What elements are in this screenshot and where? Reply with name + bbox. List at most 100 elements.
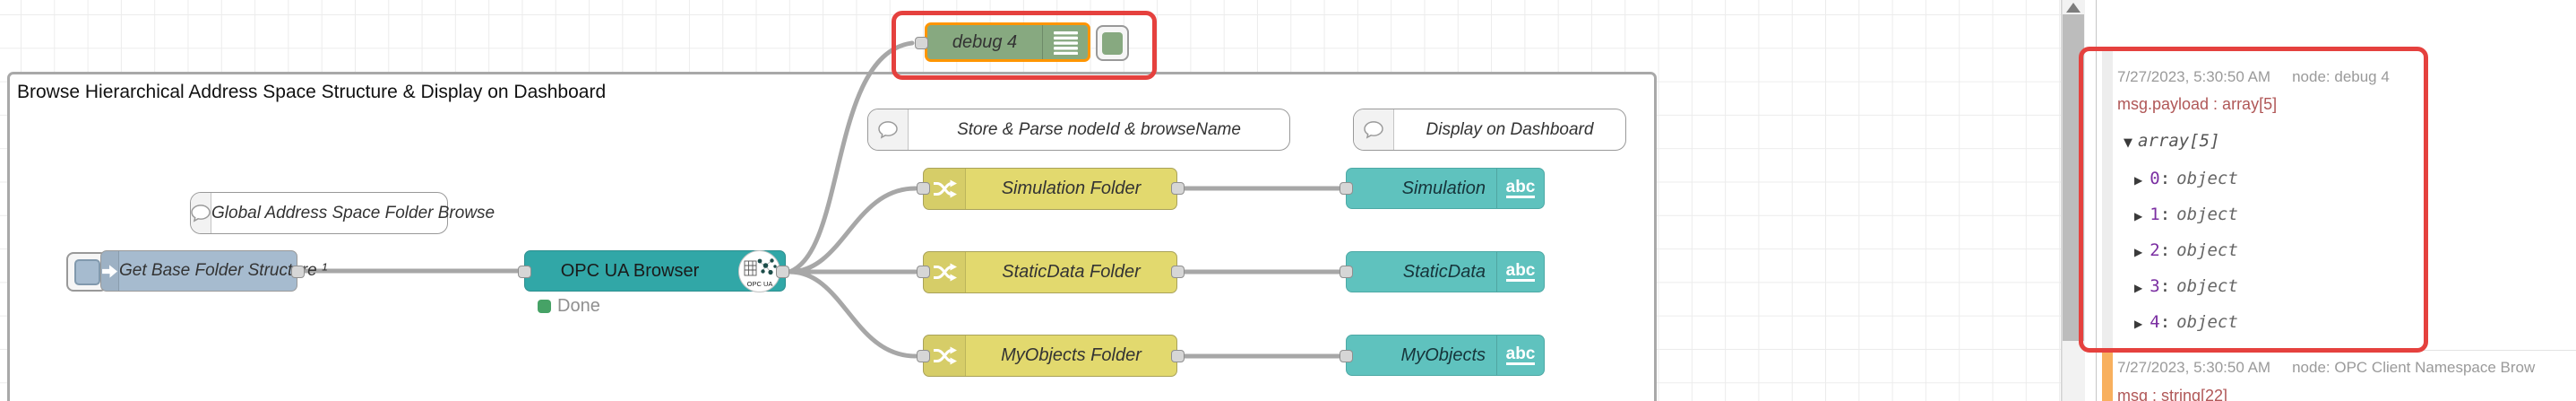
annotation-box-debug-message: [2079, 47, 2428, 353]
comment-node-store-parse[interactable]: Store & Parse nodeId & browseName: [867, 109, 1290, 151]
debug-payload-type: msg.payload : array[5]: [2117, 95, 2278, 113]
entry-sep: :: [2159, 312, 2171, 332]
switch-node-label: StaticData Folder: [1002, 262, 1141, 282]
debug-message-meta: 7/27/2023, 5:30:50 AM node: debug 4: [2117, 68, 2390, 86]
status-dot-icon: [538, 300, 551, 313]
node-status: Done: [538, 296, 600, 317]
group-title: Browse Hierarchical Address Space Struct…: [17, 82, 607, 102]
shuffle-icon: [924, 336, 966, 376]
entry-sep: :: [2159, 240, 2171, 260]
ui-text-node-staticdata[interactable]: StaticData abc: [1346, 251, 1545, 292]
entry-key: 2: [2150, 240, 2160, 260]
shuffle-icon: [924, 252, 966, 292]
debug-source-node[interactable]: node: OPC Client Namespace Brow: [2292, 359, 2536, 376]
debug-toggle-face: [1102, 31, 1123, 55]
entry-value: object: [2176, 240, 2238, 260]
wire-browser-to-simulation-folder[interactable]: [787, 186, 918, 275]
expand-triangle-icon[interactable]: ▶: [2134, 246, 2143, 258]
entry-sep: :: [2159, 205, 2171, 224]
entry-sep: :: [2159, 169, 2171, 188]
inject-arrow-icon: [101, 251, 119, 291]
entry-value: object: [2176, 312, 2238, 332]
switch-node-simulation-folder[interactable]: Simulation Folder: [923, 168, 1177, 210]
port-browser-input[interactable]: [518, 266, 531, 278]
port-switch2-output[interactable]: [1171, 266, 1185, 278]
canvas-edge-divider: [2061, 0, 2062, 401]
ui-text-label: Simulation: [1401, 178, 1486, 198]
debug-toggle-button[interactable]: [1096, 25, 1129, 61]
entry-key: 3: [2150, 276, 2160, 296]
opcua-browser-label: OPC UA Browser: [560, 260, 700, 281]
port-inject-output[interactable]: [291, 266, 305, 278]
debug-tree-entry[interactable]: ▶ 2: object: [2134, 240, 2238, 260]
ui-text-node-simulation[interactable]: Simulation abc: [1346, 168, 1545, 209]
expand-triangle-icon[interactable]: ▶: [2134, 210, 2143, 222]
wire-browser-to-debug[interactable]: [787, 40, 915, 275]
comment-bubble-icon: [1354, 109, 1394, 150]
inject-button-face: [73, 258, 100, 285]
expand-triangle-icon[interactable]: ▶: [2134, 174, 2143, 187]
expand-triangle-icon[interactable]: ▶: [2134, 318, 2143, 330]
entry-sep: :: [2159, 276, 2171, 296]
abc-icon: abc: [1496, 336, 1544, 375]
debug-tree-root-row[interactable]: ▼ array[5]: [2124, 131, 2220, 151]
tree-root-label: array[5]: [2138, 131, 2220, 151]
opcua-icon: OPC UA: [738, 250, 780, 292]
comment-label: Display on Dashboard: [1426, 119, 1594, 139]
port-text1-input[interactable]: [1340, 182, 1353, 195]
comment-bubble-icon: [191, 193, 211, 233]
wire-layer: [300, 40, 1345, 359]
entry-value: object: [2176, 205, 2238, 224]
annotation-box-debug-node: [892, 11, 1157, 80]
debug-source-node[interactable]: node: debug 4: [2292, 68, 2390, 85]
port-switch3-input[interactable]: [917, 350, 930, 362]
port-text2-input[interactable]: [1340, 266, 1353, 278]
wire-browser-to-myobjects-folder[interactable]: [787, 269, 918, 359]
debug-timestamp: 7/27/2023, 5:30:50 AM: [2117, 359, 2271, 376]
port-switch1-output[interactable]: [1171, 182, 1185, 195]
debug-message-gutter-highlighted: [2102, 353, 2113, 401]
expand-triangle-icon[interactable]: ▶: [2134, 282, 2143, 294]
status-text: Done: [557, 296, 600, 316]
comment-label: Global Address Space Folder Browse: [211, 203, 495, 222]
shuffle-icon: [924, 169, 966, 209]
ui-text-node-myobjects[interactable]: MyObjects abc: [1346, 335, 1545, 376]
collapse-triangle-icon[interactable]: ▼: [2124, 136, 2132, 150]
comment-bubble-icon: [868, 109, 909, 150]
entry-value: object: [2176, 169, 2238, 188]
ui-text-label: StaticData: [1402, 261, 1486, 282]
comment-node-global-browse[interactable]: Global Address Space Folder Browse: [190, 192, 495, 234]
switch-node-label: Simulation Folder: [1001, 179, 1142, 198]
comment-label: Store & Parse nodeId & browseName: [957, 119, 1241, 139]
port-switch2-input[interactable]: [917, 266, 930, 278]
abc-icon: abc: [1496, 169, 1544, 208]
switch-node-label: MyObjects Folder: [1001, 345, 1142, 365]
switch-node-myobjects-folder[interactable]: MyObjects Folder: [923, 335, 1177, 377]
debug-tree-entry[interactable]: ▶ 4: object: [2134, 312, 2238, 332]
svg-text:OPC UA: OPC UA: [747, 280, 773, 288]
entry-key: 1: [2150, 205, 2160, 224]
port-switch3-output[interactable]: [1171, 350, 1185, 362]
sidebar-divider: [2096, 0, 2097, 401]
port-switch1-input[interactable]: [917, 182, 930, 195]
debug-list-icon: [1042, 25, 1088, 59]
port-browser-output[interactable]: [776, 266, 789, 278]
debug-timestamp: 7/27/2023, 5:30:50 AM: [2117, 68, 2271, 85]
entry-key: 0: [2150, 169, 2160, 188]
port-text3-input[interactable]: [1340, 350, 1353, 362]
port-debug-input[interactable]: [915, 37, 928, 49]
debug-message-gutter: [2102, 51, 2113, 348]
scrollbar-up-arrow-icon[interactable]: [2066, 3, 2081, 13]
inject-node-label: Get Base Folder Structure ¹: [119, 261, 328, 280]
entry-value: object: [2176, 276, 2238, 296]
comment-node-display-dashboard[interactable]: Display on Dashboard: [1353, 109, 1626, 151]
debug-tree-entry[interactable]: ▶ 3: object: [2134, 276, 2238, 296]
inject-node[interactable]: Get Base Folder Structure ¹: [100, 250, 327, 292]
debug-message-meta: 7/27/2023, 5:30:50 AM node: OPC Client N…: [2117, 359, 2576, 377]
debug-tree-entry[interactable]: ▶ 1: object: [2134, 205, 2238, 224]
debug-tree-entry[interactable]: ▶ 0: object: [2134, 169, 2238, 188]
abc-icon: abc: [1496, 252, 1544, 292]
ui-text-label: MyObjects: [1400, 344, 1486, 365]
switch-node-staticdata-folder[interactable]: StaticData Folder: [923, 251, 1177, 293]
